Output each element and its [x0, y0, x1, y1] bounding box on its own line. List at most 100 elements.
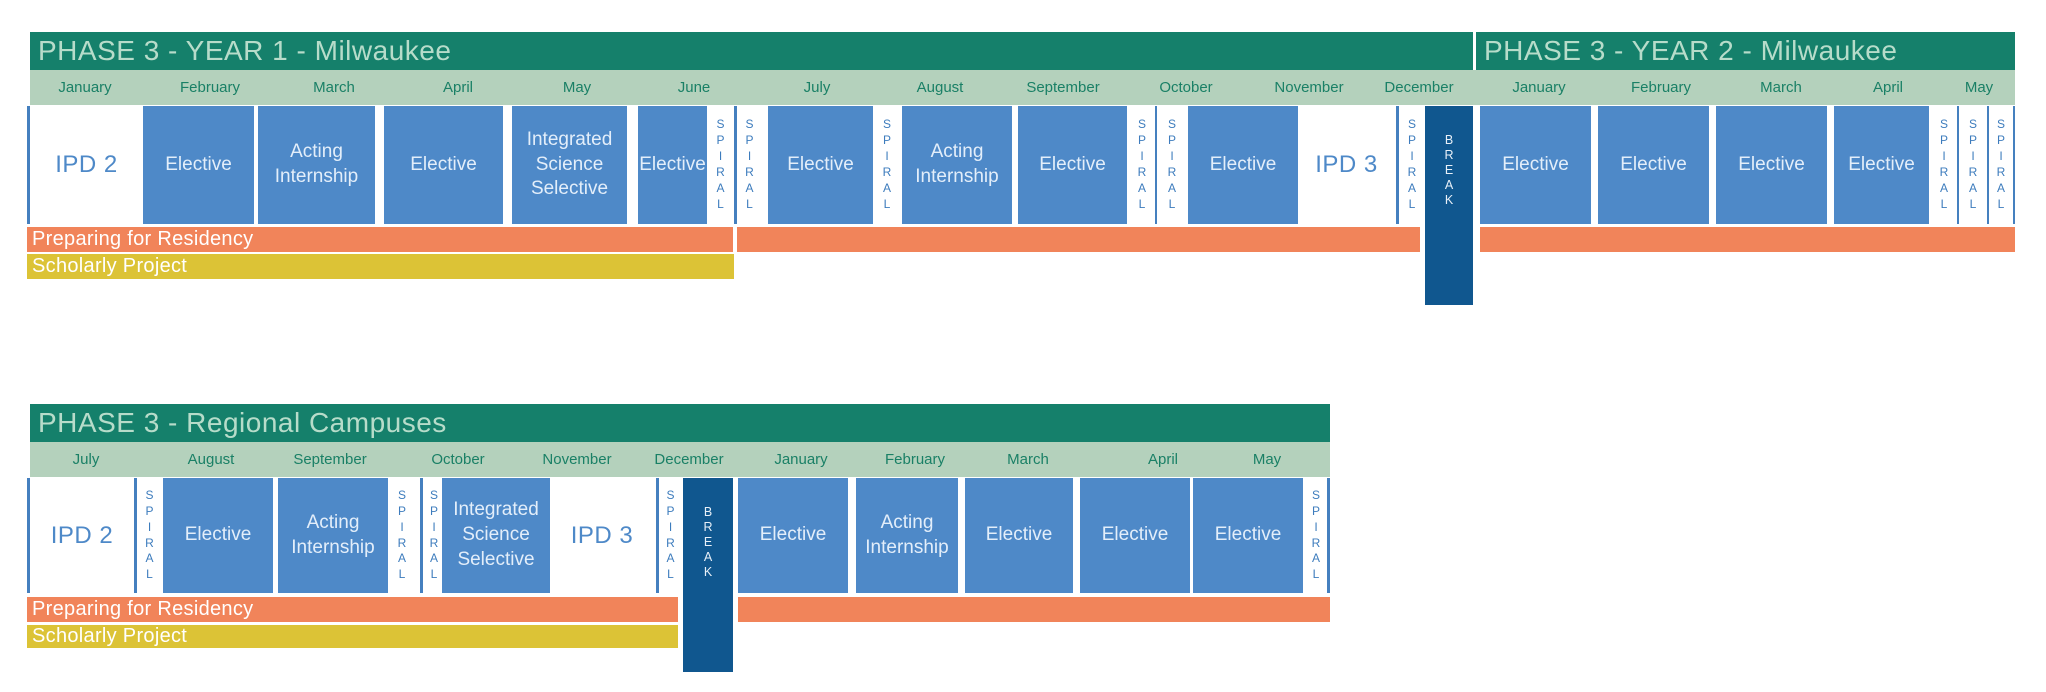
vertical-letter: L — [1312, 567, 1320, 582]
vertical-letter: S — [882, 117, 891, 132]
month-label-march: March — [313, 79, 355, 96]
vertical-letter: L — [146, 567, 153, 582]
bar-preparing-for-residency-segment — [738, 597, 1330, 622]
vertical-letter: L — [1168, 196, 1176, 211]
vertical-letter: S — [145, 487, 154, 502]
vertical-letter: P — [1167, 133, 1176, 148]
month-label-november: November — [1274, 79, 1344, 96]
vertical-letter: P — [1968, 133, 1977, 148]
bar-scholarly-project: Scholarly Project — [27, 254, 734, 279]
vertical-letter: A — [716, 180, 725, 195]
month-label-february: February — [179, 79, 241, 96]
month-label-may: May — [562, 79, 592, 96]
block-row-left-border — [27, 106, 30, 224]
block-elective: Elective — [143, 106, 254, 224]
vertical-letter: A — [703, 550, 713, 564]
month-label-july: July — [803, 79, 831, 96]
vertical-letter: I — [1140, 149, 1144, 164]
vertical-letter: L — [1940, 196, 1948, 211]
vertical-letter: S — [666, 487, 675, 502]
vertical-letter: A — [1444, 178, 1454, 192]
month-label-february: February — [884, 451, 946, 468]
vertical-letter: L — [1138, 196, 1146, 211]
month-label-may: May — [1964, 79, 1994, 96]
vertical-letter: S — [1167, 117, 1176, 132]
vertical-letter: I — [885, 149, 889, 164]
vertical-letter: L — [430, 567, 438, 582]
vertical-letter: A — [429, 551, 438, 566]
vertical-letter: L — [717, 196, 724, 211]
month-label-february: February — [1630, 79, 1692, 96]
vertical-letter: R — [1996, 165, 2006, 179]
vertical-letter: R — [882, 165, 892, 179]
vertical-letter: I — [1971, 149, 1975, 164]
block-ipd-2: IPD 2 — [30, 478, 134, 593]
block-acting-internship: Acting Internship — [856, 478, 958, 593]
vertical-letter: A — [1968, 180, 1977, 195]
month-label-january: January — [58, 79, 112, 96]
month-label-august: August — [916, 79, 964, 96]
block-elective: Elective — [738, 478, 848, 593]
month-label-may: May — [1252, 451, 1282, 468]
vertical-letter: I — [432, 519, 436, 534]
vertical-letter: R — [745, 165, 754, 179]
vertical-letter: L — [1997, 196, 2005, 211]
vertical-letter: S — [716, 117, 725, 132]
period-divider-line — [656, 478, 659, 593]
chart-title: PHASE 3 - Regional Campuses — [30, 404, 1330, 442]
month-label-september: September — [293, 451, 367, 468]
block-row-right-border — [1327, 478, 1330, 593]
block-elective: Elective — [965, 478, 1073, 593]
vertical-letter: E — [703, 535, 713, 549]
vertical-letter: R — [1968, 165, 1978, 179]
block-row-left-border — [27, 478, 30, 593]
vertical-letter: R — [1137, 165, 1147, 179]
chart-title: PHASE 3 - YEAR 2 - Milwaukee — [1476, 32, 2015, 70]
vertical-letter: R — [1444, 148, 1454, 162]
month-label-october: October — [431, 451, 485, 468]
vertical-letter: L — [667, 567, 674, 582]
month-label-august: August — [187, 451, 235, 468]
vertical-letter: L — [1408, 196, 1416, 211]
vertical-letter: R — [666, 535, 675, 550]
vertical-letter: S — [1968, 117, 1977, 132]
block-elective: Elective — [1716, 106, 1827, 224]
month-label-january: January — [774, 451, 828, 468]
vertical-letter: A — [1167, 180, 1176, 195]
vertical-letter: P — [745, 133, 754, 148]
vertical-letter: L — [1969, 196, 1977, 211]
month-row — [30, 442, 1330, 477]
vertical-letter: P — [429, 503, 438, 518]
vertical-letter: B — [1444, 133, 1454, 147]
vertical-letter: B — [703, 505, 713, 519]
block-elective: Elective — [1193, 478, 1303, 593]
vertical-letter: I — [400, 519, 404, 534]
vertical-letter: S — [1407, 117, 1416, 132]
vertical-letter: K — [703, 565, 713, 579]
vertical-letter: A — [1939, 180, 1948, 195]
vertical-letter: A — [1311, 551, 1320, 566]
vertical-letter: R — [1311, 535, 1321, 550]
month-label-september: September — [1026, 79, 1100, 96]
vertical-letter: A — [1996, 180, 2005, 195]
month-label-march: March — [1007, 451, 1049, 468]
block-elective: Elective — [1080, 478, 1190, 593]
block-integrated-science-selective: Integrated Science Selective — [442, 478, 550, 593]
vertical-letter: A — [1137, 180, 1146, 195]
month-label-july: July — [72, 451, 100, 468]
month-label-november: November — [542, 451, 612, 468]
vertical-letter: P — [716, 133, 725, 148]
block-ipd-3: IPD 3 — [550, 478, 654, 593]
vertical-letter: S — [397, 487, 406, 502]
vertical-letter: R — [1407, 165, 1417, 179]
